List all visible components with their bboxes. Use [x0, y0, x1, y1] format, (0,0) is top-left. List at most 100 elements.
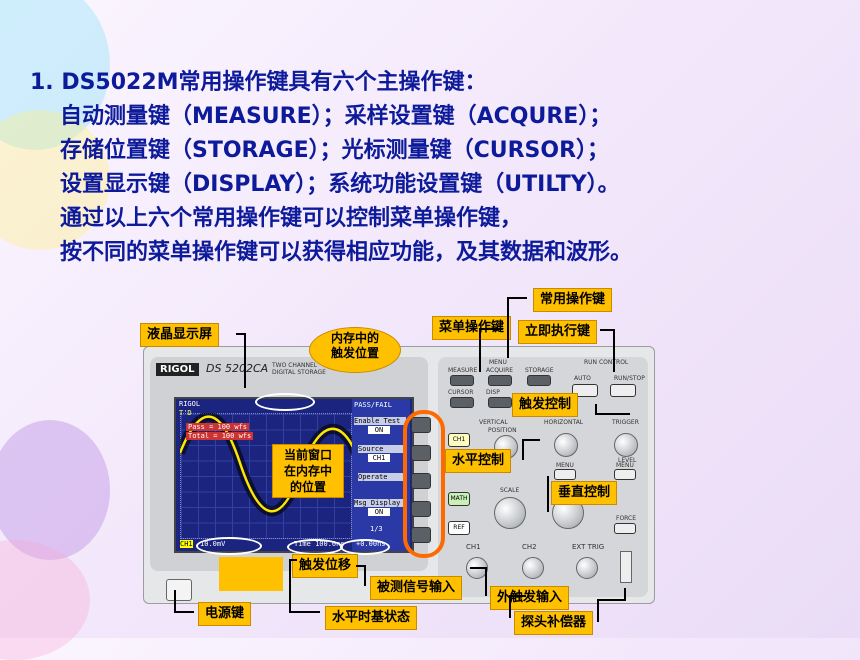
- storage-button[interactable]: [527, 375, 551, 386]
- ch1-bnc[interactable]: [466, 557, 488, 579]
- scale-label: SCALE: [500, 487, 520, 494]
- menu-on: ON: [368, 426, 390, 434]
- trigger-level-knob[interactable]: [614, 433, 638, 457]
- text-line-5: 通过以上六个常用操作键可以控制菜单操作键，: [60, 206, 523, 231]
- acquire-label: ACQUIRE: [486, 367, 514, 374]
- window-pos-ellipse: [196, 537, 262, 555]
- math-button[interactable]: MATH: [448, 492, 470, 506]
- trig-shift-ellipse: [340, 539, 390, 555]
- h-menu-label: MENU: [556, 462, 574, 469]
- vertical-label: VERTICAL: [479, 419, 508, 426]
- blank-orange-block: [219, 557, 283, 591]
- label-timebase-status: 水平时基状态: [325, 606, 418, 630]
- menu-page: 1/3: [370, 525, 383, 533]
- callout-line-1: 内存中的: [330, 331, 379, 345]
- menu-operate: Operate: [358, 473, 404, 481]
- decor-balloon-purple: [0, 420, 110, 560]
- trigger-pos-ellipse: [255, 393, 315, 411]
- menu-source: Source: [358, 445, 404, 453]
- softkey-3[interactable]: [411, 473, 431, 489]
- probe-comp-terminal: [620, 551, 632, 583]
- softkey-2[interactable]: [411, 445, 431, 461]
- auto-button[interactable]: [572, 384, 598, 397]
- label-trigger-ctrl: 触发控制: [512, 393, 579, 417]
- label-trigger-shift: 触发位移: [292, 554, 359, 578]
- waveform: [180, 413, 356, 517]
- menu-on2: ON: [368, 508, 390, 516]
- menu-title: PASS/FAIL: [354, 401, 392, 409]
- model-sub2: DIGITAL STORAGE: [272, 369, 326, 376]
- cursor-button[interactable]: [450, 397, 474, 408]
- ext-trig-bnc[interactable]: [576, 557, 598, 579]
- window-line-3: 的位置: [289, 480, 326, 494]
- t-menu-label: MENU: [616, 462, 634, 469]
- power-button[interactable]: [166, 579, 192, 601]
- label-signal-input: 被测信号输入: [370, 576, 463, 600]
- screen-td: T'D: [179, 409, 192, 417]
- input-ch2-label: CH2: [522, 543, 537, 551]
- menu-ch1: CH1: [368, 454, 390, 462]
- force-button[interactable]: [614, 523, 636, 534]
- label-run-key: 立即执行键: [518, 320, 598, 344]
- label-power-key: 电源键: [198, 602, 252, 626]
- horizontal-label: HORIZONTAL: [544, 419, 584, 426]
- trigger-in-memory-callout: 内存中的 触发位置: [309, 327, 401, 373]
- ch1-button[interactable]: CH1: [448, 433, 470, 447]
- menu-msg: Msg Display: [354, 499, 406, 507]
- description-text: 1. DS5022M常用操作键具有六个主操作键： 自动测量键（MEASURE）；…: [30, 66, 850, 270]
- text-line-2: 自动测量键（MEASURE）；采样设置键（ACQURE）；: [60, 104, 612, 129]
- pass-count: Pass = 100 wfs: [186, 423, 250, 431]
- model-sub1: TWO CHANNEL: [272, 362, 318, 369]
- window-line-1: 当前窗口: [283, 448, 332, 462]
- label-common-keys: 常用操作键: [533, 288, 613, 312]
- trigger-label: TRIGGER: [612, 419, 639, 426]
- menu-group-label: MENU: [489, 359, 507, 366]
- auto-label: AUTO: [574, 375, 591, 382]
- vertical-scale-knob[interactable]: [494, 497, 526, 529]
- decor-balloon-pink: [0, 540, 90, 660]
- label-lcd: 液晶显示屏: [140, 323, 220, 347]
- callout-line-2: 触发位置: [330, 346, 379, 360]
- label-menu-keys: 菜单操作键: [432, 316, 512, 340]
- window-in-memory-label: 当前窗口 在内存中 的位置: [272, 444, 344, 498]
- label-probe-comp: 探头补偿器: [514, 611, 594, 635]
- run-stop-button[interactable]: [610, 384, 636, 397]
- text-line-6: 按不同的菜单操作键可以获得相应功能，及其数据和波形。: [60, 240, 633, 265]
- acquire-button[interactable]: [488, 375, 512, 386]
- label-vertical-ctrl: 垂直控制: [551, 481, 618, 505]
- ch2-bnc[interactable]: [522, 557, 544, 579]
- menu-keys-ellipse: [403, 410, 445, 558]
- cursor-label: CURSOR: [448, 389, 474, 396]
- measure-button[interactable]: [450, 375, 474, 386]
- text-line-3: 存储位置键（STORAGE）；光标测量键（CURSOR）；: [60, 138, 610, 163]
- total-count: Total = 100 wfs: [186, 432, 254, 440]
- model-name: DS 5202CA: [206, 362, 269, 375]
- display-button[interactable]: [488, 397, 512, 408]
- window-line-2: 在内存中: [283, 464, 332, 478]
- input-ch1-label: CH1: [466, 543, 481, 551]
- status-ch: CH1: [180, 540, 193, 548]
- ext-trig-label: EXT TRIG: [572, 543, 605, 551]
- measure-label: MEASURE: [448, 367, 478, 374]
- softkey-menu: PASS/FAIL Enable Test ON Source CH1 Oper…: [352, 399, 410, 551]
- horizontal-menu-button[interactable]: [554, 469, 576, 480]
- ref-button[interactable]: REF: [448, 521, 470, 535]
- horizontal-position-knob[interactable]: [554, 433, 578, 457]
- text-line-4: 设置显示键（DISPLAY）；系统功能设置键（UTILTY）。: [60, 172, 620, 197]
- menu-enable: Enable Test: [354, 417, 406, 425]
- label-horizontal-ctrl: 水平控制: [445, 449, 512, 473]
- force-label: FORCE: [616, 515, 637, 522]
- position-label: POSITION: [488, 427, 517, 434]
- decor-balloon-yellow: [0, 110, 110, 250]
- softkey-4[interactable]: [411, 501, 431, 517]
- storage-label: STORAGE: [525, 367, 554, 374]
- display-label: DISP: [486, 389, 500, 396]
- text-line-1: 1. DS5022M常用操作键具有六个主操作键：: [30, 70, 487, 95]
- label-ext-trigger: 外触发输入: [490, 586, 570, 610]
- level-label: LEVEL: [618, 457, 637, 464]
- run-stop-label: RUN/STOP: [614, 375, 645, 382]
- screen-logo: RIGOL: [179, 400, 201, 408]
- timebase-ellipse: [287, 539, 343, 555]
- run-control-label: RUN CONTROL: [584, 359, 629, 366]
- trigger-menu-button[interactable]: [614, 469, 636, 480]
